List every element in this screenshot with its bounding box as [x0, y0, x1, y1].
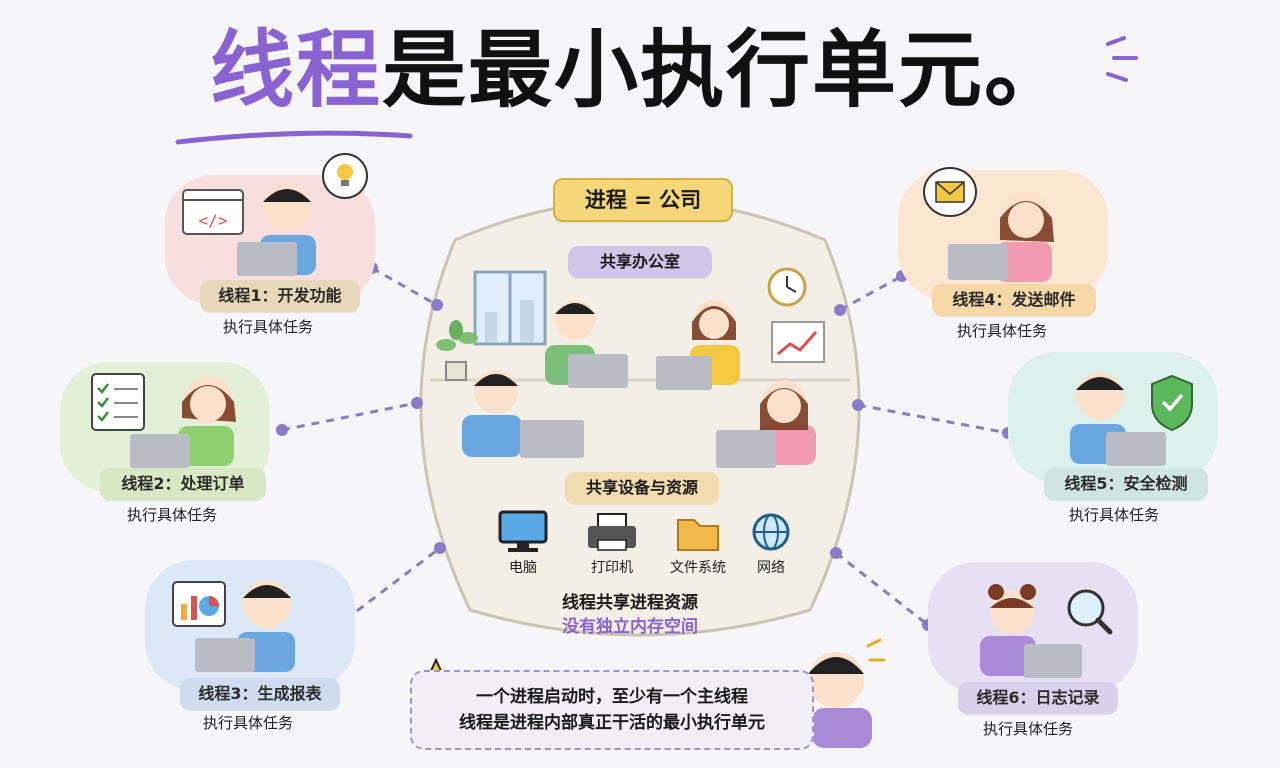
shield-check-icon [1151, 374, 1193, 432]
office-worker-4 [716, 380, 816, 468]
thread-1-caption: 执行具体任务 [222, 318, 313, 336]
process-label: 进程 = 公司 [553, 178, 733, 222]
checklist-icon [91, 373, 145, 431]
thread-5-caption: 执行具体任务 [1068, 506, 1159, 524]
thread-4-caption: 执行具体任务 [956, 322, 1047, 340]
note-box: 一个进程启动时，至少有一个主线程 线程是进程内部真正干活的最小执行单元 [410, 670, 814, 750]
monitor-icon [498, 510, 548, 552]
thread-3-illustration [172, 580, 295, 672]
thread-2-caption: 执行具体任务 [126, 506, 217, 524]
thread-6-illustration [980, 584, 1113, 678]
thread-6-name: 线程6：日志记录 [958, 682, 1118, 714]
note-line-1: 一个进程启动时，至少有一个主线程 [476, 687, 748, 707]
office-worker-2 [656, 300, 740, 390]
envelope-icon [923, 167, 977, 217]
thread-3-name: 线程3：生成报表 [180, 678, 340, 710]
office-worker-1 [545, 300, 628, 388]
title-highlight: 线程 [209, 21, 382, 119]
globe-icon [752, 513, 790, 551]
office-window-icon [473, 270, 547, 346]
thread-4-illustration [923, 167, 1054, 282]
thread-2-name: 线程2：处理订单 [100, 468, 266, 500]
resources-label: 共享设备与资源 [565, 472, 719, 504]
office-label: 共享办公室 [568, 246, 712, 278]
folder-icon [677, 519, 719, 551]
wall-chart-icon [771, 321, 825, 363]
office-worker-3 [462, 370, 584, 458]
thread-5-illustration [1070, 372, 1193, 466]
magnifier-icon [1067, 589, 1113, 635]
device-label-printer: 打印机 [591, 560, 633, 576]
thread-1-name: 线程1：开发功能 [200, 280, 360, 312]
printer-icon [588, 513, 636, 551]
clock-icon [767, 267, 807, 307]
thread-3-caption: 执行具体任务 [202, 714, 293, 732]
thread-5-name: 线程5：安全检测 [1044, 468, 1208, 500]
thread-1-illustration: </> [182, 153, 368, 276]
device-label-network: 网络 [757, 560, 785, 576]
presenter-person [808, 638, 886, 748]
code-window-icon: </> [182, 189, 244, 235]
note-line-2: 线程是进程内部真正干活的最小执行单元 [459, 713, 765, 733]
device-label-filesystem: 文件系统 [670, 560, 726, 576]
main-title: 线程是最小执行单元。 [0, 20, 1280, 120]
no-memory-text: 没有独立内存空间 [562, 617, 698, 637]
lightbulb-icon [322, 153, 368, 199]
report-chart-icon [172, 581, 226, 627]
svg-text:</>: </> [199, 211, 228, 230]
title-rest: 是最小执行单元。 [382, 21, 1071, 119]
thread-2-illustration [91, 373, 236, 468]
shared-text: 线程共享进程资源 [562, 593, 698, 613]
plant-icon [436, 320, 478, 381]
thread-4-name: 线程4：发送邮件 [932, 284, 1096, 316]
device-label-computer: 电脑 [509, 560, 537, 576]
thread-6-caption: 执行具体任务 [982, 720, 1073, 738]
